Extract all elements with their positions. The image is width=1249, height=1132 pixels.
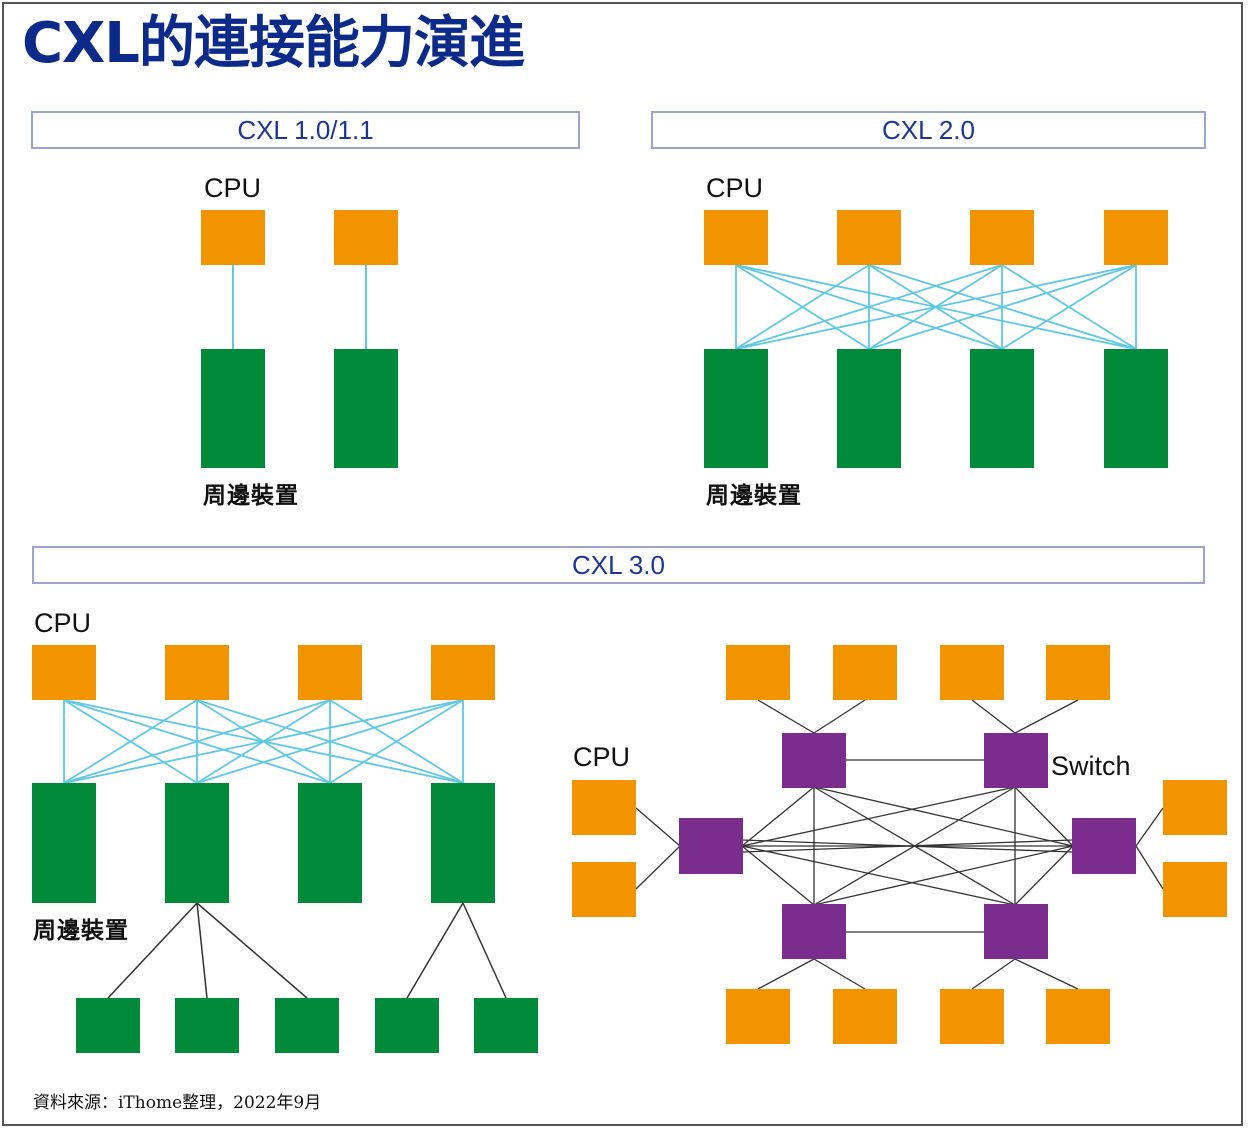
cpu-block (970, 210, 1034, 265)
device-label-cxl-3-0: 周邊裝置 (33, 918, 129, 944)
cpu-block (572, 780, 636, 835)
panel-header-cxl-1-1: CXL 1.0/1.1 (31, 111, 580, 149)
cxl-2-0-diagram (704, 210, 1168, 468)
cpu-block (1104, 210, 1168, 265)
cpu-block (837, 210, 901, 265)
switch-block (984, 733, 1048, 788)
cxl-3-0-multilevel-diagram (32, 645, 538, 1053)
switch-block (782, 733, 846, 788)
cxl-3-0-link-mesh (63, 699, 464, 784)
switch-block (984, 904, 1048, 959)
cpu-block (1046, 989, 1110, 1044)
cpu-block (833, 989, 897, 1044)
cpu-block (704, 210, 768, 265)
switch-block (1072, 818, 1136, 874)
cpu-block (940, 989, 1004, 1044)
cpu-label-fabric: CPU (573, 742, 631, 772)
cxl-3-0-switch-fabric-diagram (572, 645, 1227, 1044)
sub-device-block (375, 998, 439, 1053)
device-block (704, 349, 768, 468)
cpu-block (1046, 645, 1110, 700)
device-block (165, 783, 229, 903)
cpu-block (726, 645, 790, 700)
device-block (334, 349, 398, 468)
device-block (431, 783, 495, 903)
sub-device-block (175, 998, 239, 1053)
cpu-block (1163, 862, 1227, 917)
sub-device-block (474, 998, 538, 1053)
switch-block (782, 904, 846, 959)
sub-device-block (275, 998, 339, 1053)
fabric-links (635, 699, 1164, 990)
panel-header-cxl-2-0: CXL 2.0 (651, 111, 1206, 149)
cpu-block (298, 645, 362, 700)
cpu-block (431, 645, 495, 700)
cpu-block (1163, 780, 1227, 835)
cpu-block (572, 862, 636, 917)
cpu-label-cxl-1-1: CPU (204, 173, 262, 203)
cxl-1-1-diagram (201, 210, 398, 468)
device-block (970, 349, 1034, 468)
figure-title: CXL的連接能力演進 (22, 11, 525, 76)
source-note: 資料來源：iThome整理，2022年9月 (33, 1093, 322, 1113)
cpu-block (165, 645, 229, 700)
device-block (1104, 349, 1168, 468)
sub-device-block (76, 998, 140, 1053)
cpu-label-cxl-3-0: CPU (34, 608, 92, 638)
device-block (201, 349, 265, 468)
cpu-block (334, 210, 398, 265)
device-tree-links (107, 902, 507, 999)
cpu-block (32, 645, 96, 700)
cxl-2-0-link-mesh (735, 264, 1137, 350)
cpu-block (940, 645, 1004, 700)
panel-header-cxl-3-0: CXL 3.0 (32, 546, 1205, 584)
cpu-label-cxl-2-0: CPU (706, 173, 764, 203)
device-block (32, 783, 96, 903)
cpu-block (833, 645, 897, 700)
device-block (298, 783, 362, 903)
switch-block (679, 818, 743, 874)
cpu-block (726, 989, 790, 1044)
device-label-cxl-2-0: 周邊裝置 (706, 483, 802, 509)
cpu-block (201, 210, 265, 265)
switch-label: Switch (1051, 751, 1131, 781)
device-block (837, 349, 901, 468)
device-label-cxl-1-1: 周邊裝置 (203, 483, 299, 509)
